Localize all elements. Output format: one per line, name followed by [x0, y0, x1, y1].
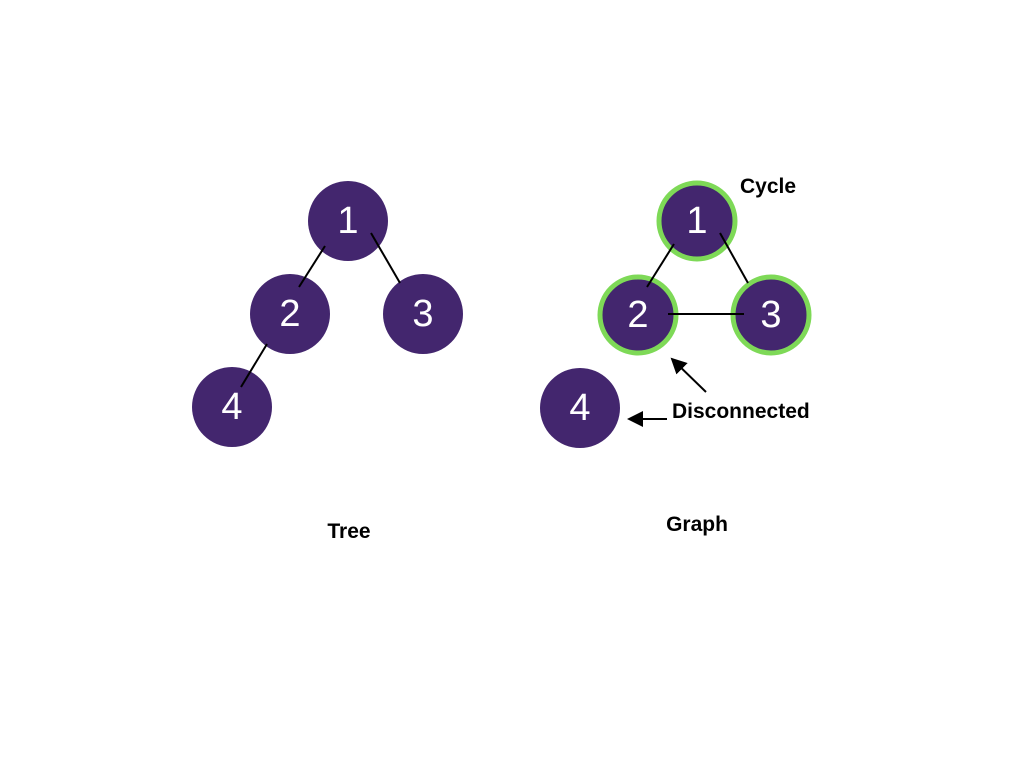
- graph-node-4-label: 4: [569, 387, 590, 429]
- arrow-to-cycle-icon: [670, 357, 707, 393]
- graph-node-1: [656, 180, 738, 262]
- graph-diagram: 1 2 3 4 Cycle Disconnected Graph: [540, 175, 812, 536]
- tree-diagram: 1 2 3 4 Tree: [192, 181, 463, 543]
- tree-node-3-label: 3: [412, 293, 433, 335]
- disconnected-annotation: Disconnected: [672, 400, 810, 423]
- graph-node-1-label: 1: [686, 200, 707, 242]
- tree-node-2-label: 2: [279, 293, 300, 335]
- tree-edge-1-3: [370, 232, 401, 284]
- cycle-annotation: Cycle: [740, 175, 796, 198]
- tree-edge-1-2: [298, 245, 326, 288]
- tree-node-1: [308, 181, 388, 261]
- tree-node-4: [192, 367, 272, 447]
- tree-node-4-label: 4: [221, 386, 242, 428]
- tree-node-1-label: 1: [337, 200, 358, 242]
- tree-caption: Tree: [327, 520, 370, 543]
- graph-node-3-label: 3: [760, 294, 781, 336]
- tree-node-3: [383, 274, 463, 354]
- graph-edge-1-3: [719, 232, 749, 284]
- graph-caption: Graph: [666, 513, 728, 536]
- graph-node-4: [540, 368, 620, 448]
- graph-node-2-label: 2: [627, 294, 648, 336]
- graph-edge-1-2: [646, 243, 675, 288]
- tree-edge-2-4: [240, 343, 268, 388]
- tree-node-2: [250, 274, 330, 354]
